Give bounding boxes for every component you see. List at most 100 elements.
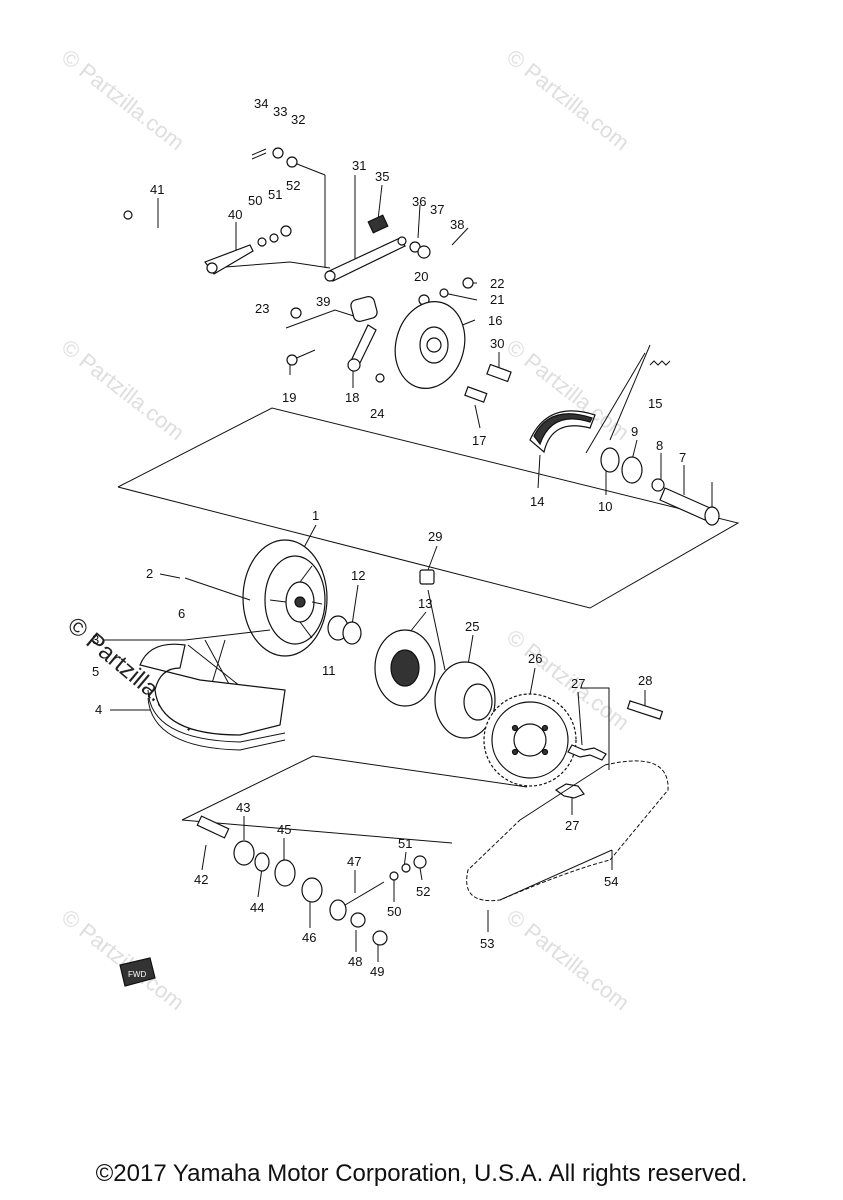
callout-label: 10	[598, 499, 612, 514]
bearing	[233, 840, 255, 866]
bolt-head	[290, 307, 302, 319]
brake-rod	[326, 237, 406, 282]
callout-label: 51	[268, 187, 282, 202]
callout-label: 24	[370, 406, 384, 421]
washer	[272, 147, 284, 159]
cam	[486, 363, 512, 383]
shaft	[350, 296, 378, 322]
fwd-label: FWD	[128, 970, 146, 979]
nut	[280, 225, 292, 237]
wheel-hub	[242, 539, 328, 657]
nut	[413, 855, 427, 869]
bolt	[626, 700, 664, 720]
washer	[401, 863, 411, 873]
nut	[350, 912, 366, 928]
callout-label: 2	[146, 566, 153, 581]
callout-label: 51	[398, 836, 412, 851]
callout-label: 28	[638, 673, 652, 688]
callout-label: 30	[490, 336, 504, 351]
copyright-notice: ©2017 Yamaha Motor Corporation, U.S.A. A…	[95, 1160, 748, 1187]
callout-label: 33	[273, 104, 287, 119]
cam-shaft	[464, 386, 488, 403]
callout-label: 18	[345, 390, 359, 405]
lock-washer	[554, 783, 585, 799]
callout-labels: 34 33 32 31 35 36 37 38 41 50 51 52 40 2…	[92, 96, 686, 979]
circlip	[342, 621, 362, 645]
callout-label: 41	[150, 182, 164, 197]
callout-label: 21	[490, 292, 504, 307]
callout-label: 52	[286, 178, 300, 193]
lower-axle-parts: FWD	[119, 815, 427, 987]
washer	[286, 156, 298, 168]
oil-seal	[254, 852, 270, 872]
sprocket-hub	[434, 661, 496, 739]
callout-label: 39	[316, 294, 330, 309]
callout-label: 48	[348, 954, 362, 969]
callout-label: 27	[565, 818, 579, 833]
watermark: © Partzilla.com	[57, 44, 189, 155]
callout-label: 35	[375, 169, 389, 184]
nut	[419, 569, 435, 585]
callout-label: 25	[465, 619, 479, 634]
callout-label: 5	[92, 664, 99, 679]
wheel-hub-parts	[139, 539, 669, 902]
callout-label: 37	[430, 202, 444, 217]
hub-damper	[374, 629, 436, 707]
washer	[269, 233, 279, 243]
callout-label: 46	[302, 930, 316, 945]
callout-label: 54	[604, 874, 618, 889]
washer	[389, 871, 399, 881]
nut	[417, 245, 431, 259]
sprocket	[483, 693, 577, 787]
watermark: © Partzilla.com	[57, 904, 189, 1015]
spring	[367, 214, 389, 234]
callout-label: 38	[450, 217, 464, 232]
callout-label: 43	[236, 800, 250, 815]
callout-label: 50	[387, 904, 401, 919]
callout-label: 23	[255, 301, 269, 316]
callout-label: 44	[250, 900, 264, 915]
nut	[375, 373, 385, 383]
callout-label: 11	[322, 663, 336, 678]
callout-label: 47	[347, 854, 361, 869]
axle-sleeve	[196, 815, 230, 839]
pin	[451, 227, 469, 246]
callout-label: 12	[351, 568, 365, 583]
spacer	[651, 478, 665, 492]
callout-label: 52	[416, 884, 430, 899]
callout-label: 16	[488, 313, 502, 328]
adjuster-bolt	[329, 881, 385, 921]
callout-label: 22	[490, 276, 504, 291]
spacer	[274, 859, 296, 887]
brake-shoe	[529, 410, 596, 454]
callout-label: 20	[414, 269, 428, 284]
callout-label: 34	[254, 96, 268, 111]
callout-label: 42	[194, 872, 208, 887]
rim	[139, 643, 286, 751]
callout-label: 4	[95, 702, 102, 717]
nut	[372, 930, 388, 946]
callout-label: 13	[418, 596, 432, 611]
cotter-pin	[251, 148, 267, 160]
watermark: © Partzilla.com	[502, 904, 634, 1015]
callout-label: 19	[282, 390, 296, 405]
callout-label: 40	[228, 207, 242, 222]
callout-label: 26	[528, 651, 542, 666]
callout-label: 50	[248, 193, 262, 208]
washer	[257, 237, 267, 247]
watermark-layer: © Partzilla.com © Partzilla.com © Partzi…	[57, 44, 634, 1015]
callout-label: 32	[291, 112, 305, 127]
fwd-arrow-icon: FWD	[119, 957, 156, 987]
watermark: © Partzilla.com	[57, 334, 189, 445]
callout-label: 17	[472, 433, 486, 448]
callout-label: 3	[92, 632, 99, 647]
collar	[301, 877, 323, 903]
callout-label: 9	[631, 424, 638, 439]
callout-label: 6	[178, 606, 185, 621]
callout-label: 8	[656, 438, 663, 453]
callout-label: 1	[312, 508, 319, 523]
washer	[439, 288, 449, 298]
callout-label: 31	[352, 158, 366, 173]
nut	[462, 277, 474, 289]
